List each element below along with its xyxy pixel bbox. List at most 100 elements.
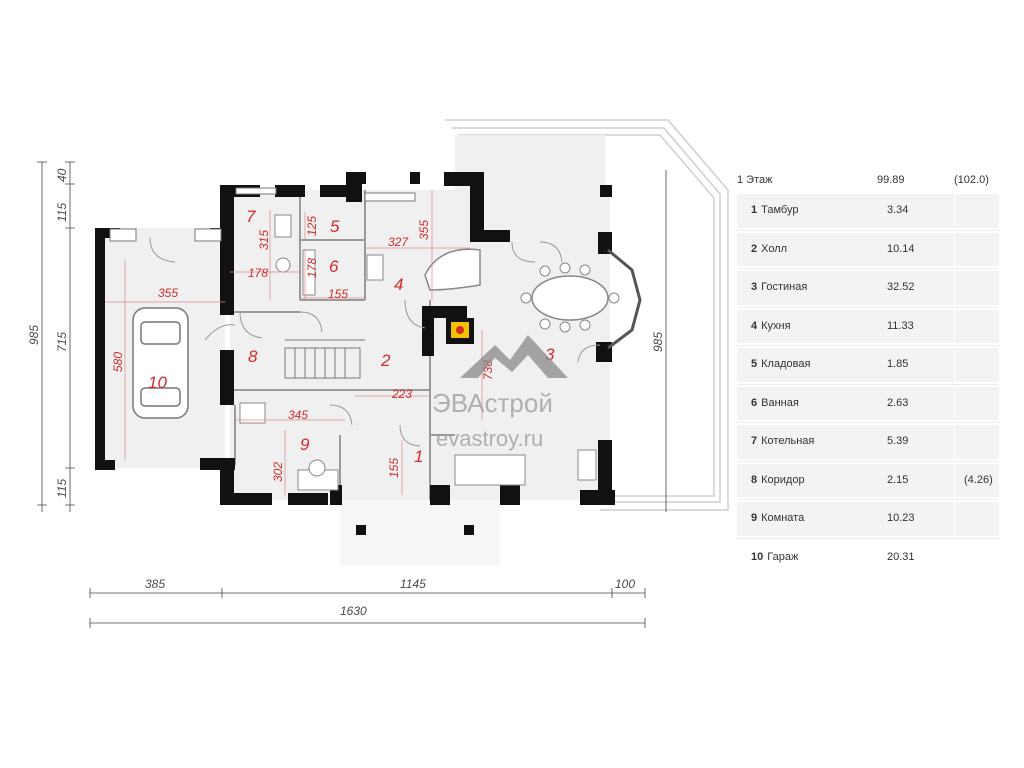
car-icon [132,307,189,419]
room-number-9: 9 [300,435,310,454]
room-number-3: 3 [545,345,555,364]
dim-1145: 1145 [400,577,426,591]
room-index: 1 [751,204,758,216]
area-table-header: 1 Этаж 99.89 (102.0) [737,172,999,192]
bathroom-fixtures [239,214,597,491]
floor-area: 99.89 [877,174,905,186]
room-index: 9 [751,512,758,524]
floor-total: (102.0) [954,174,989,186]
room-area: 2.63 [887,396,909,409]
watermark-brand: ЭВАстрой [432,388,553,418]
door-swings [149,237,601,447]
watermark-site: evastroy.ru [436,426,543,451]
bay-window [607,248,642,350]
dim-115-bottom: 115 [55,479,69,498]
room-name: Котельная [761,435,815,447]
dim-100: 100 [615,577,635,591]
fireplace [446,318,474,344]
inner-dim: 355 [417,220,431,240]
room-number-8: 8 [248,347,258,366]
watermark-logo-icon [460,335,568,378]
inner-dim: 580 [111,352,125,372]
room-name: Кладовая [761,358,811,370]
room-extra-area: (4.26) [964,473,993,486]
dim-715: 715 [55,332,69,352]
room-index: 6 [751,396,758,409]
dim-985-right: 985 [651,332,665,352]
room-area: 10.14 [887,242,915,255]
room-area: 20.31 [887,550,915,563]
room-index: 7 [751,435,758,447]
room-index: 4 [751,319,758,332]
inner-dim: 178 [305,258,319,278]
room-name: Гостиная [761,281,808,293]
room-index: 8 [751,473,758,486]
dim-40: 40 [55,168,69,182]
room-index: 10 [751,550,764,563]
exterior-walls [95,172,615,535]
room-number-5: 5 [330,217,340,236]
room-number-10: 10 [148,373,167,392]
room-area: 2.15 [887,473,909,486]
room-area: 5.39 [887,435,909,447]
inner-dim: 125 [305,216,319,236]
room-index: 2 [751,242,758,255]
inner-dim: 155 [387,458,401,478]
room-number-1: 1 [414,447,423,466]
room-index: 5 [751,358,758,370]
dim-985-left: 985 [27,325,41,345]
inner-dimension-lines [105,190,483,495]
inner-dim: 155 [328,287,348,301]
floor-label: 1 Этаж [737,174,773,186]
room-name: Кухня [761,319,791,332]
floor-plan: 115 40 985 715 115 985 385 1145 100 1630… [27,119,729,628]
stairs [284,339,365,379]
room-area: 32.52 [887,281,915,293]
kitchen-island [424,248,481,291]
room-name: Ванная [761,396,799,409]
inner-dim: 327 [388,235,409,249]
room-name: Холл [761,242,788,255]
inner-dim: 355 [158,286,178,300]
room-number-6: 6 [329,257,339,276]
room-number-2: 2 [380,351,391,370]
room-area: 10.23 [887,512,915,524]
floor-fill [95,135,610,565]
inner-dim: 315 [257,230,271,250]
dining-table [520,262,620,333]
room-number-7: 7 [246,207,256,226]
garage-windows [109,187,416,242]
room-index: 3 [751,281,758,293]
room-name: Тамбур [761,204,799,216]
dim-1630: 1630 [340,604,367,618]
dimension-lines [37,161,667,628]
room-name: Гараж [767,550,799,563]
inner-dim: 345 [288,408,308,422]
room-area: 11.33 [887,319,914,332]
room-area: 1.85 [887,358,909,370]
inner-dim: 178 [248,266,268,280]
room-name: Коридор [761,473,805,486]
room-area: 3.34 [887,204,909,216]
